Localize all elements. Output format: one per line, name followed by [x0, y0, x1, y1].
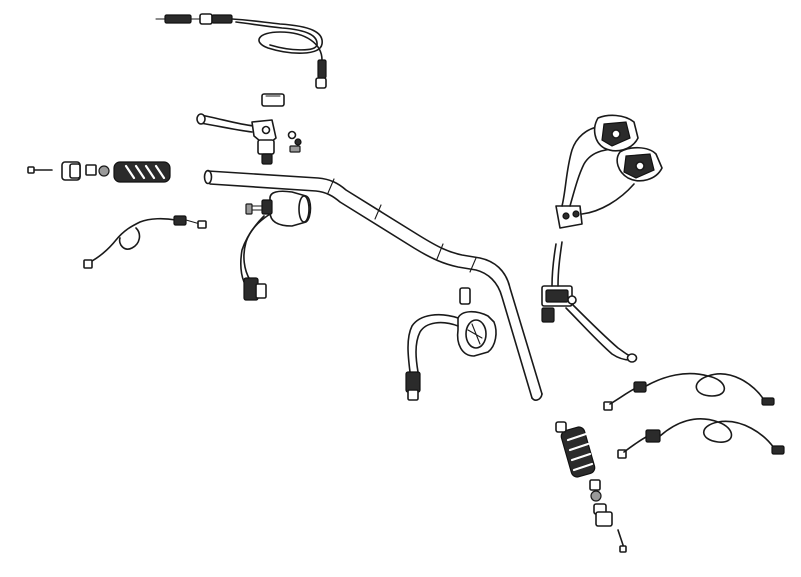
- left-grip-assembly: [27, 161, 171, 183]
- throttle-cable: [155, 13, 327, 89]
- right-grip-assembly: [555, 421, 627, 553]
- handlebar: [203, 169, 543, 401]
- left-switch-housing: [239, 190, 312, 301]
- brake-calipers: [555, 114, 663, 229]
- right-switch-housing: [405, 287, 497, 401]
- clutch-switch-harness: [83, 215, 207, 269]
- throttle-cables-right: [603, 372, 785, 459]
- front-brake-master-cylinder: [541, 241, 638, 363]
- clutch-lever-assembly: [196, 93, 302, 165]
